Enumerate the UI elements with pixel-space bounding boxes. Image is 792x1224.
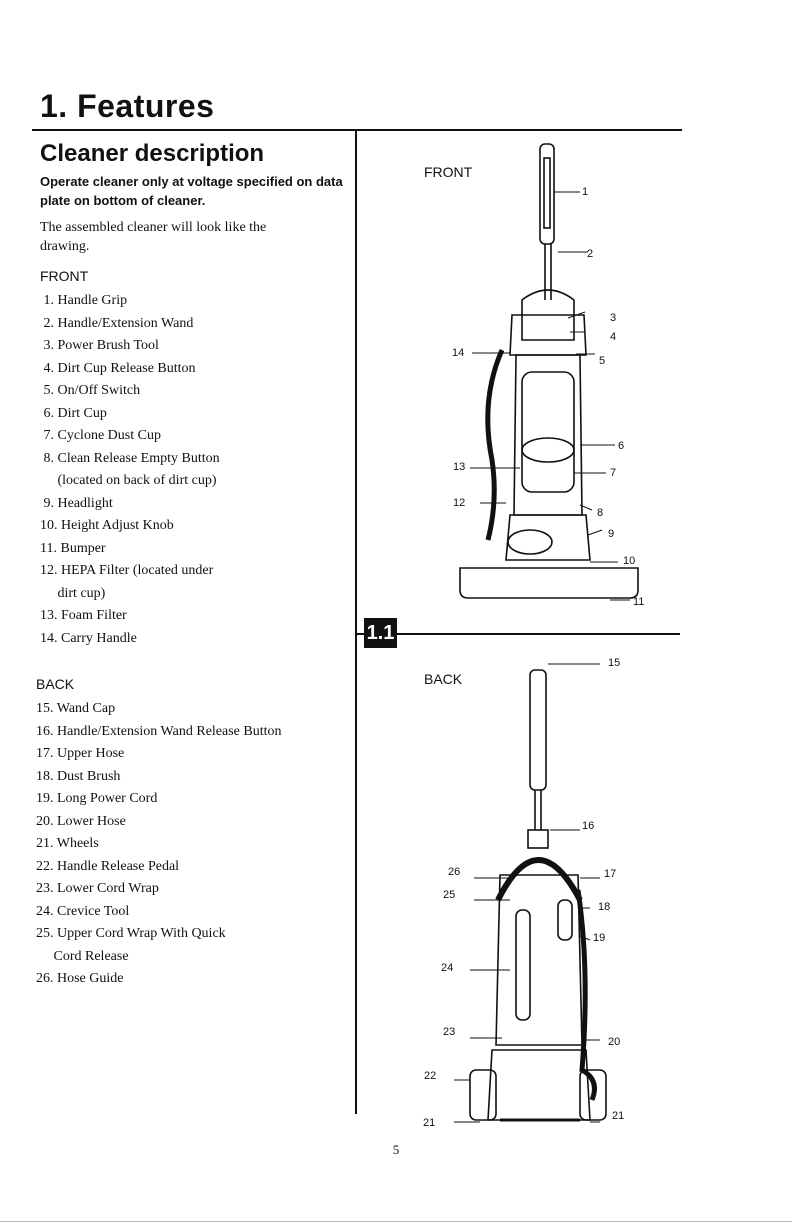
list-item: 25. Upper Cord Wrap With Quick — [36, 926, 226, 941]
list-item: 12. HEPA Filter (located under — [40, 563, 214, 578]
front-vacuum-illustration — [459, 143, 639, 601]
list-item: 13. Foam Filter — [40, 608, 127, 623]
list-item: 17. Upper Hose — [36, 746, 125, 761]
callout-number: 15 — [608, 657, 621, 669]
back-vacuum-illustration — [454, 663, 607, 1123]
column-divider — [355, 131, 357, 1114]
front-diagram-label: FRONT — [424, 164, 473, 180]
list-item: 23. Lower Cord Wrap — [36, 881, 159, 896]
list-item: 22. Handle Release Pedal — [36, 858, 180, 874]
front-parts-list: FRONT 1. Handle Grip 2. Handle/Extension… — [40, 268, 220, 650]
list-item: 19. Long Power Cord — [36, 791, 158, 806]
callout-number: 17 — [604, 868, 617, 880]
list-item: 14. Carry Handle — [40, 630, 137, 646]
callout-number: 21 — [612, 1110, 625, 1122]
callout-number: 5 — [599, 355, 606, 367]
list-item: dirt cup) — [40, 585, 106, 601]
list-item: 4. Dirt Cup Release Button — [40, 360, 196, 376]
callout-number: 14 — [452, 347, 465, 359]
callout-number: 13 — [453, 461, 466, 473]
callout-number: 6 — [618, 440, 625, 452]
list-item: 6. Dirt Cup — [40, 405, 107, 421]
callout-number: 9 — [608, 528, 615, 540]
list-item: 1. Handle Grip — [40, 293, 128, 308]
list-item: Cord Release — [36, 948, 129, 964]
list-item: 7. Cyclone Dust Cup — [40, 428, 161, 443]
section-title: Cleaner description — [40, 140, 265, 167]
callout-number: 19 — [593, 932, 606, 944]
list-item: 18. Dust Brush — [36, 768, 121, 784]
list-item: 20. Lower Hose — [36, 813, 126, 829]
callout-number: 23 — [443, 1026, 456, 1038]
callout-number: 1 — [582, 186, 589, 198]
callout-number: 24 — [441, 962, 454, 974]
back-diagram-label: BACK — [424, 671, 463, 687]
section-badge: 1.1 — [364, 618, 397, 648]
back-items: 15. Wand Cap 16. Handle/Extension Wand Re… — [36, 698, 282, 991]
callout-number: 8 — [597, 507, 604, 519]
callout-number: 26 — [448, 866, 461, 878]
intro-text: The assembled cleaner will look like the… — [40, 220, 267, 254]
page-number: 5 — [392, 1142, 400, 1157]
list-item: 5. On/Off Switch — [40, 383, 141, 398]
callout-number: 18 — [598, 901, 611, 913]
list-item: 16. Handle/Extension Wand Release Button — [36, 723, 282, 739]
voltage-warning: Operate cleaner only at voltage specifie… — [40, 174, 343, 208]
callout-number: 10 — [623, 555, 636, 567]
page-title: 1. Features — [40, 88, 215, 124]
callout-number: 22 — [424, 1070, 437, 1082]
back-heading: BACK — [36, 676, 75, 692]
list-item: 11. Bumper — [40, 540, 106, 556]
list-item: 8. Clean Release Empty Button — [40, 450, 220, 466]
figure-divider — [355, 633, 680, 635]
callout-number: 12 — [453, 497, 466, 509]
list-item: 26. Hose Guide — [36, 971, 124, 986]
callout-number: 7 — [610, 467, 617, 479]
list-item: 3. Power Brush Tool — [40, 338, 159, 353]
front-items: 1. Handle Grip 2. Handle/Extension Wand … — [40, 290, 220, 650]
list-item: 24. Crevice Tool — [36, 903, 130, 919]
callout-number: 3 — [610, 312, 617, 324]
callout-number: 25 — [443, 889, 456, 901]
list-item: (located on back of dirt cup) — [40, 473, 217, 488]
front-heading: FRONT — [40, 268, 89, 284]
list-item: 9. Headlight — [40, 495, 113, 511]
callout-number: 2 — [587, 248, 594, 260]
title-rule — [32, 129, 682, 131]
list-item: 15. Wand Cap — [36, 701, 116, 716]
callout-number: 21 — [423, 1117, 436, 1129]
callout-number: 11 — [633, 596, 645, 608]
callout-number: 16 — [582, 820, 595, 832]
list-item: 2. Handle/Extension Wand — [40, 315, 194, 331]
back-parts-list: BACK 15. Wand Cap 16. Handle/Extension Wa… — [36, 676, 282, 991]
list-item: 10. Height Adjust Knob — [40, 518, 174, 533]
page-bottom-edge — [0, 1221, 792, 1222]
callout-number: 4 — [610, 331, 617, 343]
list-item: 21. Wheels — [36, 836, 99, 851]
callout-number: 20 — [608, 1036, 621, 1048]
